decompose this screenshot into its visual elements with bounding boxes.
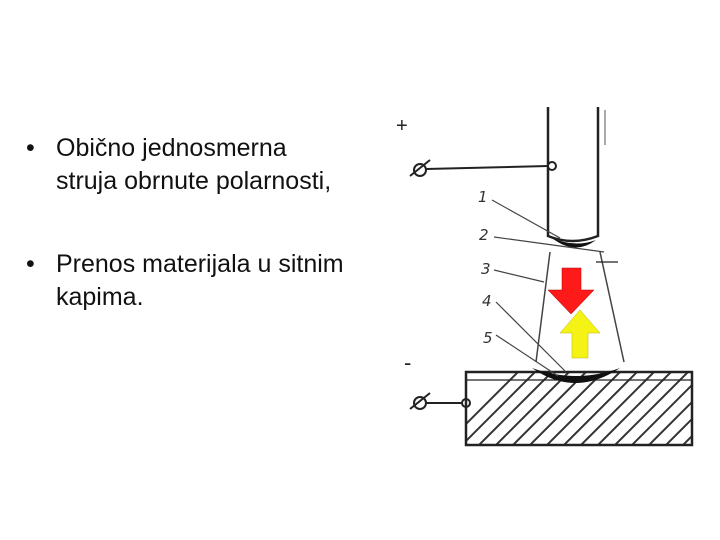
hatch-line xyxy=(511,372,588,445)
plus-junction xyxy=(547,161,557,171)
bullet-dot: • xyxy=(26,250,35,278)
part-number-4: 4 xyxy=(482,292,492,310)
hatch-line xyxy=(494,372,571,445)
arrow-up-icon xyxy=(559,309,601,359)
hatch-line xyxy=(596,372,673,445)
hatch-line xyxy=(466,372,520,426)
workpiece-hatching xyxy=(466,370,720,450)
leader-5 xyxy=(495,334,559,377)
hatch-line xyxy=(613,372,690,445)
bullet-list: • Obično jednosmerna struja obrnute pola… xyxy=(24,132,344,314)
workpiece xyxy=(464,370,694,447)
minus-label: - xyxy=(404,350,411,375)
hatch-line xyxy=(528,372,605,445)
bullet-dot: • xyxy=(26,134,35,162)
arrow-down-icon xyxy=(547,267,595,315)
plus-wire xyxy=(425,165,549,170)
leader-2 xyxy=(493,236,605,253)
plus-label: + xyxy=(396,115,408,137)
part-number-5: 5 xyxy=(483,329,493,347)
hatch-line xyxy=(647,400,692,445)
bullet-text-transfer: Prenos materijala u sitnim kapima. xyxy=(56,250,344,311)
leader-3 xyxy=(493,269,545,283)
hatch-line xyxy=(562,372,639,445)
bullet-item-current: • Obično jednosmerna struja obrnute pola… xyxy=(24,132,344,198)
leader-4 xyxy=(495,301,567,373)
plus-terminal xyxy=(413,163,427,177)
hatch-line xyxy=(695,370,720,450)
bullet-text-current: Obično jednosmerna struja obrnute polarn… xyxy=(56,134,332,195)
plus-terminal-slash xyxy=(409,159,431,177)
hatch-line xyxy=(712,370,720,450)
hatch-line xyxy=(545,372,622,445)
hatch-line xyxy=(664,417,692,445)
hatch-line xyxy=(477,372,554,445)
bullet-item-transfer: • Prenos materijala u sitnim kapima. xyxy=(24,248,344,314)
leader-1 xyxy=(491,199,561,239)
minus-terminal-slash xyxy=(409,392,431,410)
part-number-1: 1 xyxy=(478,188,488,206)
electrode-tip xyxy=(552,238,596,248)
hatch-line xyxy=(630,383,692,445)
hatch-line xyxy=(466,372,537,443)
weld-pool xyxy=(532,368,620,383)
part-number-2: 2 xyxy=(479,226,489,244)
part-number-3: 3 xyxy=(481,260,491,278)
hatch-line xyxy=(579,372,656,445)
electrode-rod xyxy=(546,107,600,243)
